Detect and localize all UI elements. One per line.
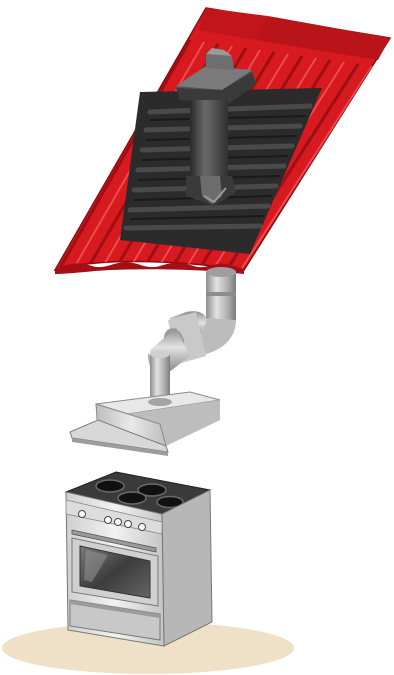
- burner-back-left: [95, 479, 125, 493]
- oven-handle: [71, 529, 157, 553]
- electric-stove: [64, 471, 213, 647]
- knob-4: [124, 520, 132, 528]
- roof-ridge-right: [256, 16, 390, 60]
- knob-5: [138, 523, 146, 531]
- floor-shadow: [2, 622, 294, 674]
- flue-pipe: [148, 267, 236, 402]
- stove-side-panel: [161, 489, 213, 647]
- roof-ridge: [198, 8, 268, 40]
- knob-3: [114, 518, 122, 526]
- roof-eave: [55, 262, 244, 274]
- roof-vent: [176, 48, 256, 206]
- range-hood: [69, 391, 221, 456]
- stove-burners: [95, 479, 184, 509]
- knob-1: [78, 510, 86, 518]
- burner-front-right: [156, 495, 184, 509]
- knob-2: [104, 516, 112, 524]
- oven-drawer: [69, 599, 161, 641]
- stove-knobs: [78, 510, 146, 531]
- burner-back-right: [137, 483, 167, 497]
- burner-front-left: [117, 491, 147, 505]
- vent-stack: [190, 100, 228, 182]
